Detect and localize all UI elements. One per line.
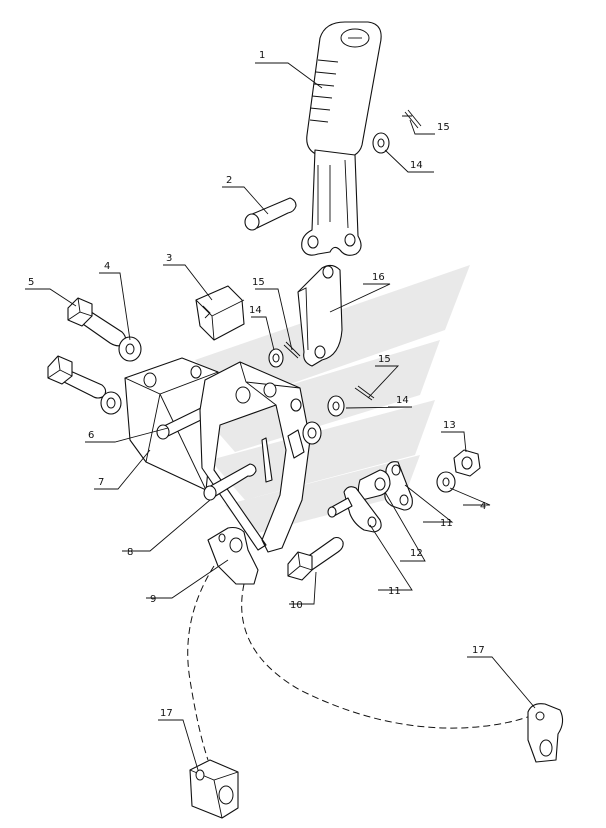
pin-part (244, 197, 297, 231)
bolt-part-upper (67, 297, 127, 347)
washer-part-right-small (436, 471, 456, 493)
nut-part (453, 449, 481, 477)
lever-frame-part (199, 361, 322, 553)
callout-11-lower: 11 (388, 586, 401, 597)
callout-5: 5 (28, 277, 34, 288)
washer-part-upper-left (118, 336, 142, 362)
handle-lever-part (301, 21, 382, 256)
cable-dashed-line (187, 565, 541, 761)
bracket-clip-part (207, 526, 259, 585)
callout-8: 8 (127, 547, 133, 558)
callout-15-middle: 15 (252, 277, 265, 288)
leader-lines (25, 62, 536, 771)
callout-14-middle: 14 (249, 305, 262, 316)
washer-part-right (327, 395, 345, 417)
callout-2: 2 (226, 175, 232, 186)
callout-labels: 1 2 3 4 4 5 6 7 8 9 10 11 11 12 13 14 14… (28, 50, 486, 719)
callout-4-left: 4 (104, 261, 110, 272)
bolt-part-lower (47, 355, 122, 415)
callout-14-top: 14 (410, 160, 423, 171)
callout-16: 16 (372, 272, 385, 283)
callout-4-right: 4 (480, 501, 486, 512)
cotter-pin-part-right (354, 385, 375, 401)
callout-9: 9 (150, 594, 156, 605)
callout-17-left: 17 (160, 708, 173, 719)
callout-15-top: 15 (437, 122, 450, 133)
callout-13: 13 (443, 420, 456, 431)
clamp-block-part (195, 285, 245, 341)
link-plate-part-upper (384, 461, 413, 511)
callout-15-right: 15 (378, 354, 391, 365)
washer-part-middle (268, 348, 284, 368)
callout-12: 12 (410, 548, 423, 559)
cotter-pin-part-top (402, 109, 422, 129)
callout-7: 7 (98, 477, 104, 488)
callout-17-right: 17 (472, 645, 485, 656)
callout-14-right: 14 (396, 395, 409, 406)
cotter-pin-part-middle (283, 341, 301, 359)
callout-6: 6 (88, 430, 94, 441)
link-plate-part-lower (327, 486, 382, 533)
callout-11-upper: 11 (440, 518, 453, 529)
callout-1: 1 (259, 50, 265, 61)
cable-clip-part-right (527, 703, 564, 763)
plate-part (297, 264, 343, 367)
cable-clip-part-left (189, 759, 239, 819)
bolt-part-10 (287, 536, 344, 581)
callout-3: 3 (166, 253, 172, 264)
callout-10: 10 (290, 600, 303, 611)
washer-part-top (372, 132, 390, 154)
